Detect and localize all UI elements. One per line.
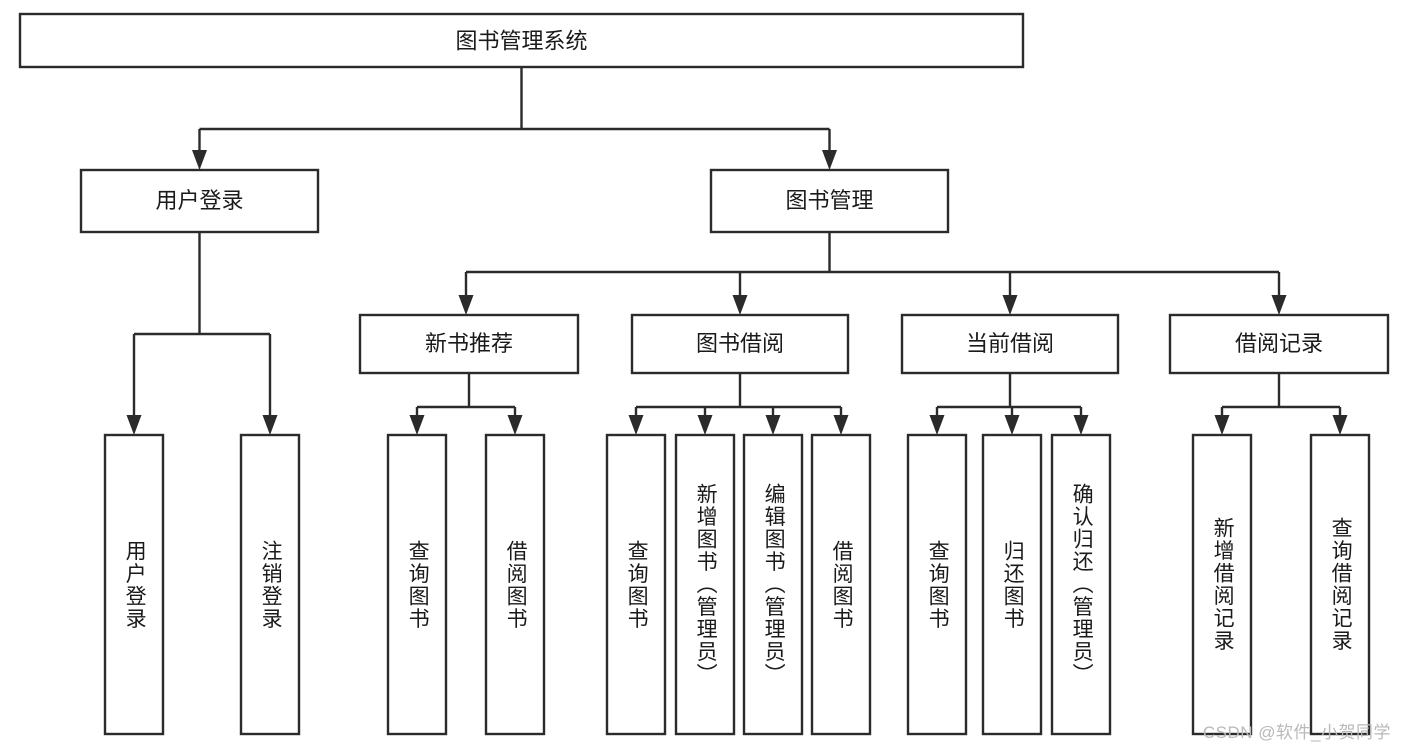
node-root-label: 图书管理系统 (455, 28, 587, 53)
node-book-manage-box[interactable] (709, 168, 950, 234)
node-leaf-query-book-current-box[interactable] (906, 433, 968, 736)
node-leaf-query-book-recommend-box[interactable] (386, 433, 448, 736)
arrow-head-book-manage (822, 150, 837, 170)
node-leaf-add-borrow-record-box[interactable] (1191, 433, 1253, 736)
arrow-head-leaf-add-borrow-record (1214, 415, 1230, 435)
node-leaf-return-book-box[interactable] (981, 433, 1043, 736)
arrow-head-leaf-return-book (1004, 415, 1020, 435)
node-leaf-confirm-return-admin-box[interactable] (1050, 433, 1112, 736)
csdn-watermark: CSDN @软件_小贺同学 (1202, 723, 1391, 742)
arrow-head-new-book-recommend (458, 295, 474, 315)
node-leaf-query-borrow-record-box[interactable] (1309, 433, 1371, 736)
arrow-head-leaf-query-book-borrow (628, 415, 644, 435)
arrow-head-leaf-borrow-book-recommend (507, 415, 523, 435)
arrow-head-leaf-borrow-book (833, 415, 849, 435)
node-leaf-logout-login-box[interactable] (239, 433, 301, 736)
node-root-box[interactable] (18, 12, 1025, 69)
connector-layer (126, 67, 1348, 435)
node-user-login-label: 用户登录 (155, 188, 243, 213)
node-current-borrow-label: 当前借阅 (966, 331, 1054, 356)
node-book-borrow-box[interactable] (630, 313, 850, 375)
node-leaf-query-book-borrow-box[interactable] (605, 433, 667, 736)
node-leaf-edit-book-admin-box[interactable] (742, 433, 804, 736)
node-borrow-record-label: 借阅记录 (1235, 331, 1323, 356)
arrow-head-current-borrow (1002, 295, 1018, 315)
arrow-head-leaf-logout-login (262, 415, 278, 435)
node-leaf-add-book-admin-box[interactable] (674, 433, 736, 736)
arrow-head-leaf-query-book-current (929, 415, 945, 435)
node-leaf-user-login-box[interactable] (103, 433, 165, 736)
node-book-borrow-label: 图书借阅 (696, 331, 784, 356)
node-new-book-recommend-box[interactable] (358, 313, 580, 375)
arrow-head-leaf-add-book-admin (697, 415, 713, 435)
node-leaf-borrow-book-box[interactable] (810, 433, 872, 736)
arrow-head-leaf-query-borrow-record (1332, 415, 1348, 435)
node-current-borrow-box[interactable] (900, 313, 1120, 375)
node-layer: 图书管理系统 用户登录 图书管理 新书推荐 图书借阅 当前借阅 借阅记录 (18, 12, 1390, 736)
arrow-head-borrow-record (1271, 295, 1287, 315)
arrow-head-leaf-edit-book-admin (765, 415, 781, 435)
arrow-head-leaf-confirm-return-admin (1073, 415, 1089, 435)
node-borrow-record-box[interactable] (1168, 313, 1390, 375)
node-new-book-recommend-label: 新书推荐 (425, 331, 513, 356)
node-book-manage-label: 图书管理 (785, 188, 873, 213)
node-user-login-box[interactable] (79, 168, 320, 234)
arrow-head-user-login (192, 150, 207, 170)
arrow-head-leaf-query-book-recommend (409, 415, 425, 435)
arrow-head-book-borrow (732, 295, 748, 315)
arrow-head-leaf-user-login (126, 415, 142, 435)
node-leaf-borrow-book-recommend-box[interactable] (484, 433, 546, 736)
